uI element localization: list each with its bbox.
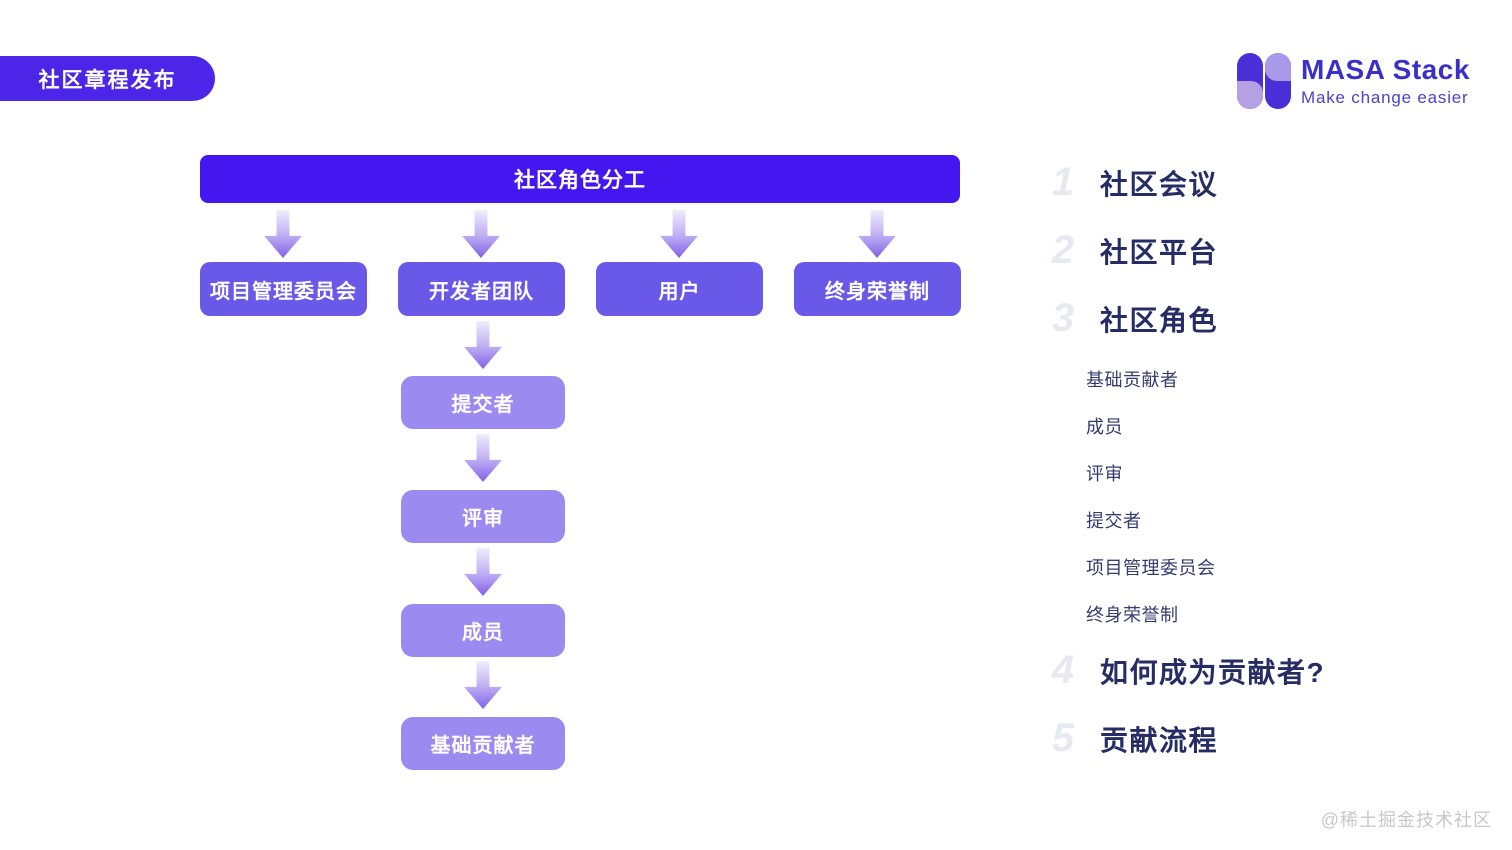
down-arrow-icon	[464, 661, 502, 709]
agenda-label: 社区平台	[1100, 236, 1219, 268]
flow-node-label: 开发者团队	[429, 280, 534, 303]
down-arrow-icon	[660, 210, 698, 258]
agenda-item-community-platform: 2 社区平台	[1040, 228, 1218, 273]
slide-title-badge: 社区章程发布	[0, 56, 215, 101]
logo-tagline: Make change easier	[1301, 88, 1469, 107]
agenda-label: 贡献流程	[1100, 724, 1219, 756]
flow-node-label: 基础贡献者	[430, 735, 536, 757]
logo-capsule-left-bottom	[1237, 81, 1263, 109]
logo-capsule-left	[1237, 53, 1263, 109]
agenda-number: 4	[1051, 648, 1075, 692]
agenda-number: 2	[1051, 228, 1075, 272]
slide-title-label: 社区章程发布	[38, 68, 177, 92]
masa-logo-icon	[1237, 53, 1291, 109]
flow-node-label: 提交者	[451, 394, 515, 416]
agenda-item-community-meeting: 1 社区会议	[1040, 160, 1218, 205]
flow-node-label: 项目管理委员会	[210, 280, 357, 303]
agenda-subitem: 基础贡献者	[1086, 370, 1179, 390]
agenda-subitem: 终身荣誉制	[1086, 605, 1179, 625]
flow-node-root: 社区角色分工	[200, 155, 960, 203]
logo-capsule-right-top	[1265, 53, 1291, 81]
flow-node-root-label: 社区角色分工	[514, 169, 646, 192]
agenda-subitem: 评审	[1086, 464, 1123, 484]
flow-node-committer: 提交者	[401, 376, 565, 429]
agenda-number: 5	[1051, 716, 1075, 760]
flow-node-reviewer: 评审	[401, 490, 565, 543]
flow-node-label: 成员	[462, 622, 504, 644]
agenda-item-contribution-process: 5 贡献流程	[1040, 716, 1218, 761]
agenda-item-community-roles: 3 社区角色	[1040, 296, 1218, 341]
masa-stack-logo: MASA Stack Make change easier	[1237, 53, 1470, 109]
down-arrow-icon	[464, 321, 502, 369]
logo-capsule-right	[1265, 53, 1291, 109]
down-arrow-icon	[464, 548, 502, 596]
agenda-subitem: 项目管理委员会	[1086, 558, 1216, 578]
watermark: @稀土掘金技术社区	[1320, 810, 1492, 830]
flow-node-users: 用户	[596, 262, 763, 316]
agenda-label: 社区会议	[1100, 168, 1219, 200]
flow-node-member: 成员	[401, 604, 565, 657]
down-arrow-icon	[464, 434, 502, 482]
logo-text: MASA Stack Make change easier	[1301, 54, 1470, 107]
agenda-label: 如何成为贡献者?	[1100, 656, 1326, 688]
flow-node-label: 评审	[462, 508, 504, 530]
agenda-number: 1	[1051, 160, 1075, 204]
agenda-label: 社区角色	[1100, 304, 1219, 336]
agenda-subitem: 提交者	[1086, 511, 1142, 531]
flow-node-lifetime-honor: 终身荣誉制	[794, 262, 961, 316]
flow-node-basic-contributor: 基础贡献者	[401, 717, 565, 770]
flow-node-label: 用户	[658, 280, 701, 303]
down-arrow-icon	[858, 210, 896, 258]
down-arrow-icon	[264, 210, 302, 258]
down-arrow-icon	[462, 210, 500, 258]
logo-title: MASA Stack	[1301, 54, 1470, 85]
agenda-item-how-to-contribute: 4 如何成为贡献者?	[1040, 648, 1325, 693]
agenda-subitem: 成员	[1086, 417, 1123, 437]
flow-node-committee: 项目管理委员会	[200, 262, 367, 316]
agenda-number: 3	[1051, 296, 1075, 340]
flow-node-label: 终身荣誉制	[825, 280, 930, 303]
flow-node-dev-team: 开发者团队	[398, 262, 565, 316]
